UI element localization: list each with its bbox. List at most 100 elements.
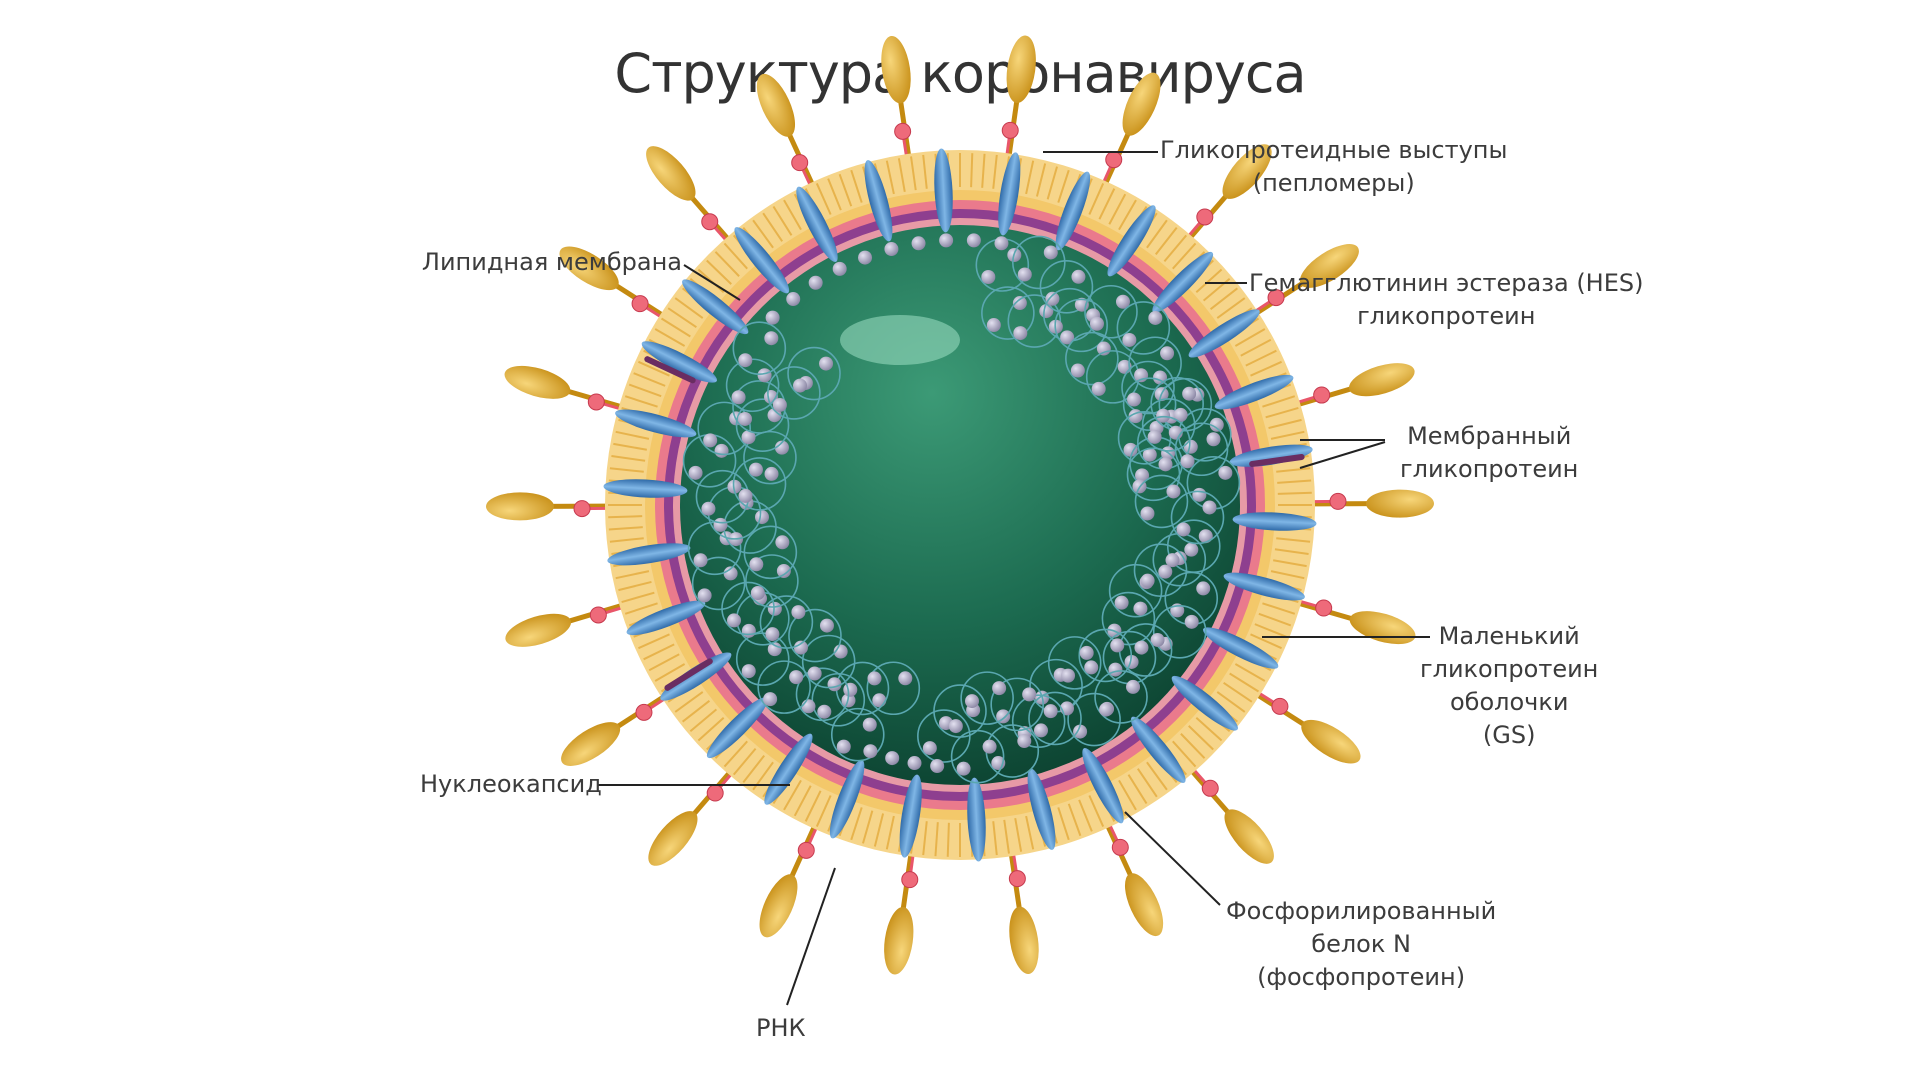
n-protein-bead <box>1173 407 1188 422</box>
label-gs-line4: (GS) <box>1482 721 1536 749</box>
lipid-tail <box>1195 717 1223 742</box>
n-protein-bead <box>1158 457 1173 472</box>
leader-lines <box>598 151 1430 1006</box>
label-phospho-line2: белок N <box>1311 930 1411 958</box>
hes-head <box>1315 599 1333 617</box>
lipid-tail <box>624 395 658 408</box>
lipid-tail <box>1146 219 1168 249</box>
n-protein-bead <box>807 666 822 681</box>
lipid-tail <box>873 813 885 847</box>
n-protein-bead <box>817 704 832 719</box>
label-gs-line1: Маленький <box>1438 622 1580 650</box>
small-envelope-glycoprotein <box>644 356 696 384</box>
lipid-tail <box>609 467 644 473</box>
lipid-tail <box>621 591 655 603</box>
spike-head <box>759 874 798 938</box>
lipid-tail <box>922 154 928 189</box>
n-protein-bead <box>1123 442 1138 457</box>
membrane-glycoproteins <box>603 148 1317 862</box>
n-protein-bead <box>836 739 851 754</box>
n-protein-bead <box>1099 702 1114 717</box>
n-protein-bead <box>867 671 882 686</box>
rna-coil <box>735 398 790 453</box>
n-protein-bead <box>1209 417 1224 432</box>
lipid-tail <box>1262 602 1296 615</box>
rna-coil <box>743 430 797 485</box>
hes-head <box>1271 697 1289 715</box>
spike-head <box>561 722 621 766</box>
lipid-tail <box>1078 799 1093 832</box>
n-protein-bead <box>765 627 780 642</box>
n-protein-bead <box>791 605 806 620</box>
n-protein-bead <box>911 236 926 251</box>
lipid-tail <box>885 815 895 850</box>
spike-head <box>881 35 911 104</box>
n-protein-bead <box>1148 310 1163 325</box>
n-protein-bead <box>1140 573 1155 588</box>
n-protein-bead <box>1142 447 1157 462</box>
lipid-tail <box>897 158 906 193</box>
lipid-tail <box>1057 807 1070 841</box>
n-protein-bead <box>764 466 779 481</box>
lipid-tail <box>1276 537 1311 543</box>
n-protein-bead <box>1124 654 1139 669</box>
label-membrane-glycoprotein: Мембранный гликопротеин <box>1400 420 1578 486</box>
lipid-tail <box>1146 761 1168 791</box>
lipid-tail <box>1240 338 1272 357</box>
lipid-tail <box>946 822 950 857</box>
spike-head <box>1124 873 1164 937</box>
n-protein-bead <box>1184 542 1199 557</box>
membrane-glycoprotein <box>682 279 749 335</box>
lipid-tail <box>674 297 704 319</box>
n-protein-bead <box>1060 330 1075 345</box>
rna-coil <box>1122 377 1177 431</box>
rna-coil <box>1121 360 1175 415</box>
n-protein-bead <box>872 693 887 708</box>
n-protein-bead <box>693 553 708 568</box>
rna-coil <box>759 595 814 649</box>
lipid-tail <box>1250 633 1282 650</box>
n-protein-bead <box>1070 363 1085 378</box>
rna-coil <box>788 608 842 663</box>
small-envelope-glycoproteins <box>644 356 1305 691</box>
rna-coil <box>1152 605 1207 659</box>
n-protein-bead <box>1218 465 1233 480</box>
rna-coil <box>1094 670 1148 724</box>
n-protein-bead <box>1192 487 1207 502</box>
lipid-tail <box>1209 287 1238 311</box>
hes-head <box>791 154 809 172</box>
membrane-glycoprotein <box>603 479 688 498</box>
n-protein-bead <box>1198 529 1213 544</box>
lipid-tail <box>850 169 863 203</box>
n-protein-bead <box>1158 564 1173 579</box>
small-envelope-glycoprotein <box>1249 453 1305 467</box>
n-protein-bead <box>922 741 937 756</box>
n-protein-bead <box>764 331 779 346</box>
lipid-tail <box>633 372 666 387</box>
membrane-glycoprotein <box>1223 572 1305 601</box>
membrane-glycoprotein <box>1082 748 1124 824</box>
membrane-glycoprotein <box>1171 675 1238 731</box>
spike-head <box>504 365 571 399</box>
hes-head <box>1329 492 1347 510</box>
label-peplomers: Гликопротеидные выступы (пепломеры) <box>1160 134 1507 200</box>
lipid-tail <box>752 219 774 249</box>
lipid-tail <box>1262 395 1296 408</box>
hes-head <box>1105 151 1123 169</box>
spike-head <box>646 146 696 201</box>
membrane-glycoprotein <box>1203 627 1279 669</box>
lipid-tail <box>697 717 725 742</box>
n-protein-bead <box>688 465 703 480</box>
lipid-tail <box>783 199 802 231</box>
n-protein-bead <box>827 677 842 692</box>
rna-coil <box>1028 691 1082 746</box>
n-protein-bead <box>1084 660 1099 675</box>
n-protein-bead <box>843 682 858 697</box>
n-protein-bead <box>741 664 756 679</box>
lipid-tail <box>910 156 917 191</box>
n-protein-bead <box>994 236 1009 251</box>
n-protein-bead <box>885 751 900 766</box>
lipid-tail <box>1274 548 1309 555</box>
hes-head <box>589 606 607 624</box>
